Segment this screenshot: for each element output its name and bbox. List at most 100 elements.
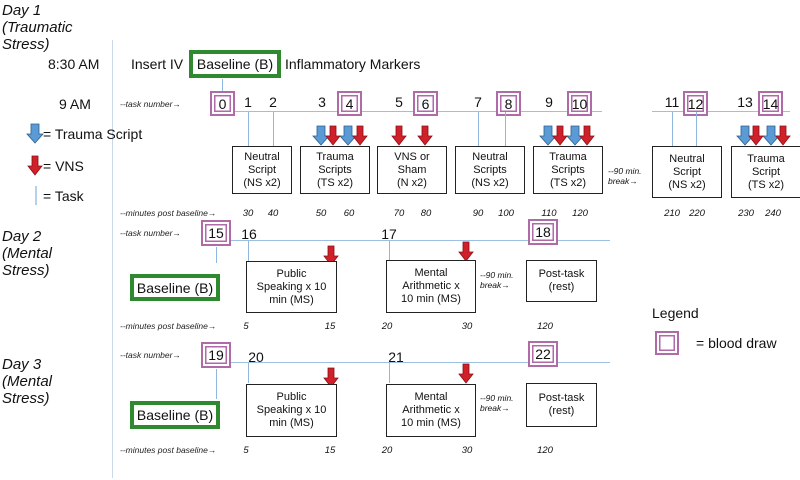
vns-arrow [748,125,764,146]
key-trauma-script: = Trauma Script [43,126,143,142]
key-task: = Task [43,188,84,204]
task-number: 17 [381,226,397,242]
blood-draw-10: 10 [567,91,592,116]
day1-box-neutral-3: Neutral Script (NS x2) [652,146,722,198]
blood-draw-15: 15 [201,220,231,246]
task-line [273,112,275,146]
day1-box-trauma: Trauma Scripts (TS x2) [300,146,370,194]
day2-break: --90 min. break→ [480,270,514,290]
blood-draw-4: 4 [337,91,362,116]
day3-minutes-label: --minutes post baseline→ [120,445,217,455]
vns-key-arrow [27,155,43,176]
day2-box-mental-arithmetic: Mental Arithmetic x 10 min (MS) [386,260,476,313]
minutes: 120 [537,445,553,456]
day2-minutes-label: --minutes post baseline→ [120,321,217,331]
day3-timeline [212,362,610,363]
trauma-script-arrows [26,123,780,146]
baseline-connector [222,79,224,91]
day2-task-number-label: --task number→ [120,228,181,238]
day3-box-post-task: Post-task (rest) [526,383,597,427]
minutes: 80 [420,208,432,219]
baseline-connector [216,369,218,399]
trauma-arrow [762,125,780,146]
task-line [505,112,507,146]
minutes: 15 [324,321,336,332]
task-number: 16 [241,226,257,242]
day1-timeline-late [652,111,790,112]
vns-arrow [775,125,791,146]
trauma-arrow [312,125,330,146]
task-line [248,112,250,146]
task-line [389,363,391,383]
blood-draw-22: 22 [528,341,558,367]
day1-baseline: Baseline (B) [189,50,281,78]
vns-arrow [417,125,433,146]
minutes: 50 [315,208,327,219]
time-830: 8:30 AM [48,56,100,72]
legend-blood-draw: = blood draw [696,335,777,351]
day1-break: --90 min. break→ [608,166,642,186]
trauma-key-arrow [26,123,44,144]
minutes: 40 [267,208,279,219]
minutes: 100 [498,208,514,219]
vns-arrow [323,245,339,266]
vns-arrow [325,125,341,146]
day3-box-public-speaking: Public Speaking x 10 min (MS) [246,384,337,437]
task-number: 7 [474,94,482,110]
vns-arrow [352,125,368,146]
minutes: 120 [572,208,588,219]
minutes: 70 [393,208,405,219]
minutes: 5 [243,445,249,456]
minutes: 30 [242,208,254,219]
day2-box-post-task: Post-task (rest) [526,260,597,302]
trauma-arrow [539,125,557,146]
trauma-arrow [736,125,754,146]
day3-task-number-label: --task number→ [120,350,181,360]
day1-minutes-label: --minutes post baseline→ [120,208,217,218]
blood-draw-8: 8 [496,91,521,116]
day1-box-trauma-2: Trauma Scripts (TS x2) [533,146,603,194]
blood-draw-18: 18 [528,219,558,245]
task-number: 9 [545,94,553,110]
minutes: 120 [537,321,553,332]
legend-blood-draw-swatch [655,331,679,355]
vns-arrow [579,125,595,146]
task-number: 2 [269,94,277,110]
day3-break: --90 min. break→ [480,393,514,413]
blood-draw-6: 6 [413,91,438,116]
task-number: 3 [318,94,326,110]
day3-label: Day 3 (Mental Stress) [2,356,53,407]
task-number: 5 [395,94,403,110]
task-line [248,363,250,383]
day1-box-vns: VNS or Sham (N x2) [377,146,447,194]
task-number: 13 [737,94,753,110]
day1-box-neutral-2: Neutral Scripts (NS x2) [455,146,525,194]
minutes: 60 [343,208,355,219]
minutes: 240 [765,208,781,219]
minutes: 5 [243,321,249,332]
task-line [696,112,698,146]
vns-arrows [27,125,791,388]
time-9am: 9 AM [59,96,91,112]
inflammatory-markers: Inflammatory Markers [285,56,421,72]
vns-arrow [391,125,407,146]
task-number: 1 [244,94,252,110]
minutes: 20 [381,321,393,332]
minutes: 230 [738,208,754,219]
vns-arrow [323,367,339,388]
key-vns: = VNS [43,158,84,174]
blood-draw-14: 14 [758,91,783,116]
day1-timeline [212,111,602,112]
baseline-connector [216,247,218,263]
insert-iv: Insert IV [131,56,184,72]
task-line [389,241,391,261]
blood-draw-12: 12 [683,91,708,116]
vns-arrow [458,241,474,262]
blood-draw-19: 19 [201,342,231,368]
minutes: 220 [689,208,705,219]
vns-arrow [458,363,474,384]
trauma-arrow [339,125,357,146]
day2-label: Day 2 (Mental Stress) [2,228,53,279]
